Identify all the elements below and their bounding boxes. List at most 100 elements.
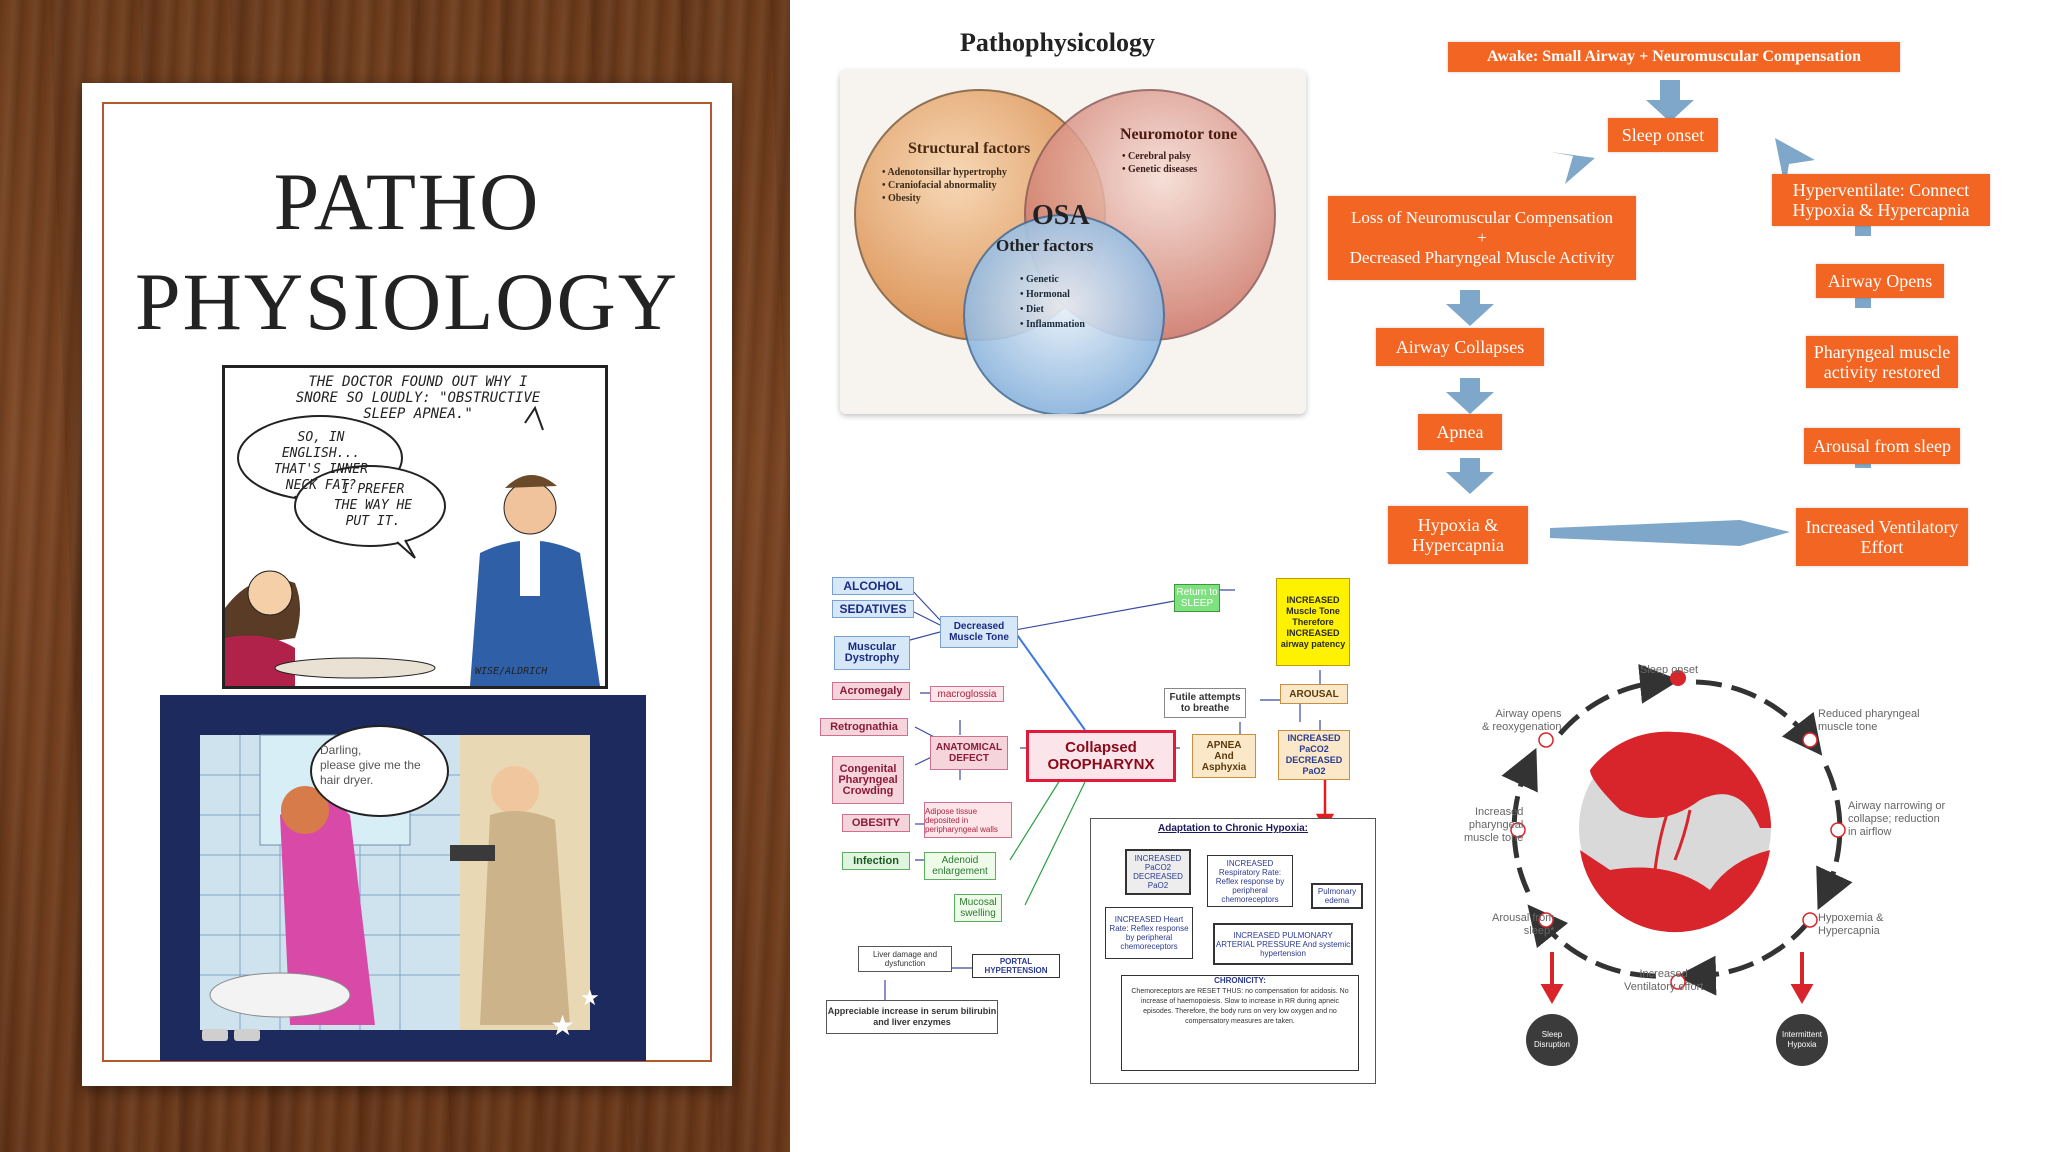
flow-ch-pulm-edema: Pulmonary edema bbox=[1311, 883, 1363, 909]
flow-acromegaly: Acromegaly bbox=[832, 682, 910, 700]
cycle-hyperventilate: Hyperventilate: Connect Hypoxia & Hyperc… bbox=[1772, 174, 1990, 226]
comic1-bubble-line: PUT IT. bbox=[345, 514, 401, 529]
flow-liver: Liver damage and dysfunction bbox=[858, 946, 952, 972]
flow-mucosal-line: Mucosal bbox=[959, 897, 997, 908]
cycle-hypoxia-line: Hypoxia & bbox=[1417, 515, 1499, 535]
comic1-caption-line: SLEEP APNEA." bbox=[363, 406, 473, 422]
venn-other-item: • Inflammation bbox=[1020, 319, 1085, 330]
circle-outcome-line: Sleep bbox=[1541, 1030, 1563, 1039]
circle-outcome-line: Intermittent bbox=[1781, 1030, 1822, 1039]
circle-outcome-line: Disruption bbox=[1533, 1040, 1570, 1049]
circle-label-line: in airflow bbox=[1848, 826, 1892, 838]
venn-structural-item: • Craniofacial abnormality bbox=[882, 180, 997, 191]
venn-structural-item: • Obesity bbox=[882, 193, 921, 204]
cycle-apnea: Apnea bbox=[1418, 414, 1502, 450]
circle-label-line: Increased bbox=[1639, 968, 1688, 980]
cycle-loss-line: Decreased Pharyngeal Muscle Activity bbox=[1349, 248, 1615, 267]
flow-congenital: Congenital Pharyngeal Crowding bbox=[832, 756, 904, 804]
venn-neuromotor-title: Neuromotor tone bbox=[1120, 126, 1238, 143]
circle-label-line: muscle tone bbox=[1818, 721, 1878, 733]
flow-collapsed-line: OROPHARYNX bbox=[1047, 756, 1155, 773]
comic1-caption: THE DOCTOR FOUND OUT WHY I SNORE SO LOUD… bbox=[243, 374, 593, 422]
flow-ch-paco2: INCREASED PaCO2 DECREASED PaO2 bbox=[1125, 849, 1191, 895]
comic1-bubble-line: THAT'S INNER bbox=[274, 462, 368, 477]
title-line-1: PATHO bbox=[273, 156, 541, 247]
flow-retrognathia: Retrognathia bbox=[820, 718, 908, 736]
circle-label-line: Arousal from bbox=[1492, 912, 1555, 924]
flow-adenoid: Adenoid enlargement bbox=[924, 852, 996, 880]
flow-muscular-line: Dystrophy bbox=[844, 652, 900, 664]
venn-center-label: OSA bbox=[1032, 200, 1090, 231]
flow-ch-chronic-body: Chemoreceptors are RESET THUS: no compen… bbox=[1131, 988, 1349, 1025]
comic2-bubble-text: Darling, please give me the hair dryer. bbox=[320, 743, 438, 788]
cycle-hypoxia-line: Hypercapnia bbox=[1412, 535, 1504, 555]
flow-congenital-line: Congenital bbox=[839, 762, 897, 775]
venn-other-item: • Genetic bbox=[1020, 274, 1059, 285]
comic1-caption-line: SNORE SO LOUDLY: "OBSTRUCTIVE bbox=[295, 390, 541, 406]
flow-portal: PORTAL HYPERTENSION bbox=[972, 954, 1060, 978]
circle-label-line: & reoxygenation bbox=[1482, 721, 1562, 733]
flow-increased-tone: INCREASED Muscle Tone Therefore INCREASE… bbox=[1276, 578, 1350, 666]
flow-apnea-line: APNEA bbox=[1206, 739, 1242, 751]
flow-ch-pap: INCREASED PULMONARY ARTERIAL PRESSURE An… bbox=[1213, 923, 1353, 965]
venn-other-item: • Hormonal bbox=[1020, 289, 1070, 300]
cycle-loss-compensation: Loss of Neuromuscular Compensation + Dec… bbox=[1328, 196, 1636, 280]
venn-other-title: Other factors bbox=[996, 236, 1094, 255]
flow-muscular-dystrophy: Muscular Dystrophy bbox=[834, 636, 910, 670]
comic2-nav-button-prev[interactable] bbox=[202, 1029, 228, 1041]
venn-svg bbox=[854, 89, 1276, 414]
flow-collapsed-oropharynx: Collapsed OROPHARYNX bbox=[1026, 730, 1176, 782]
circle-outcome-line: Hypoxia bbox=[1787, 1040, 1817, 1049]
flow-adipose: Adipose tissue deposited in peripharynge… bbox=[924, 802, 1012, 838]
circle-label-line: Ventilatory effort bbox=[1624, 981, 1704, 993]
comic2-nav-button-next[interactable] bbox=[234, 1029, 260, 1041]
comic1-caption-line: THE DOCTOR FOUND OUT WHY I bbox=[308, 374, 528, 390]
flow-futile-line: to breathe bbox=[1180, 703, 1230, 714]
circle-arousal: Arousal from sleep* bbox=[1492, 912, 1554, 938]
flow-congenital-line: Crowding bbox=[842, 784, 894, 797]
venn-neuromotor-list: • Cerebral palsy • Genetic diseases bbox=[1122, 150, 1197, 176]
circle-label-line: Reduced pharyngeal bbox=[1818, 708, 1920, 720]
flow-return-line: Return to bbox=[1176, 587, 1218, 598]
venn-other-list: • Genetic • Hormonal • Diet • Inflammati… bbox=[1020, 272, 1085, 332]
circle-narrowing: Airway narrowing or collapse; reduction … bbox=[1848, 800, 1945, 839]
comic2-bubble-line: hair dryer. bbox=[320, 773, 374, 787]
cycle-sleep-onset: Sleep onset bbox=[1608, 118, 1718, 152]
flow-apnea-line: Asphyxia bbox=[1201, 761, 1247, 773]
cycle-pharyngeal-line: Pharyngeal muscle bbox=[1813, 342, 1951, 362]
cycle-pharyngeal-restored: Pharyngeal muscle activity restored bbox=[1806, 336, 1958, 388]
flow-apnea-line: And bbox=[1214, 750, 1234, 762]
comic2-drawing: ★ ★ bbox=[200, 734, 600, 1042]
flow-bilirubin: Appreciable increase in serum bilirubin … bbox=[826, 1000, 998, 1034]
venn-neuromotor-item: • Genetic diseases bbox=[1122, 164, 1198, 175]
circle-intermittent-hypoxia: Intermittent Hypoxia bbox=[1776, 1030, 1828, 1050]
circle-label-line: Increased bbox=[1475, 806, 1524, 818]
flow-mucosal-line: swelling bbox=[960, 908, 996, 919]
circle-sleep-disruption: Sleep Disruption bbox=[1526, 1030, 1578, 1050]
cycle-hyperventilate-line: Hypoxia & Hypercapnia bbox=[1792, 200, 1970, 220]
flow-congenital-line: Pharyngeal bbox=[838, 773, 898, 786]
cycle-increased-effort: Increased Ventilatory Effort bbox=[1796, 508, 1968, 566]
cycle-arousal: Arousal from sleep bbox=[1804, 428, 1960, 464]
comic-strip-doctor: THE DOCTOR FOUND OUT WHY I SNORE SO LOUD… bbox=[222, 365, 608, 689]
flow-chronic-title: Adaptation to Chronic Hypoxia: bbox=[1158, 823, 1308, 834]
venn-structural-item: • Adenotonsillar hypertrophy bbox=[882, 167, 1007, 178]
cycle-loss-line: Loss of Neuromuscular Compensation bbox=[1350, 208, 1614, 227]
cycle-airway-collapses: Airway Collapses bbox=[1376, 328, 1544, 366]
circle-label-line: Hypoxemia & bbox=[1818, 912, 1884, 924]
flow-muscular-line: Muscular bbox=[847, 641, 897, 653]
circle-label-line: Hypercapnia bbox=[1818, 925, 1880, 937]
svg-text:★: ★ bbox=[550, 1009, 575, 1042]
cycle-airway-opens: Airway Opens bbox=[1816, 264, 1944, 298]
flow-adenoid-line: Adenoid bbox=[941, 855, 979, 866]
flow-mucosal: Mucosal swelling bbox=[954, 894, 1002, 922]
flow-decreased-tone-line: Decreased bbox=[953, 621, 1005, 632]
circle-reduced-tone: Reduced pharyngeal muscle tone bbox=[1818, 708, 1920, 734]
cycle-pharyngeal-line: activity restored bbox=[1823, 362, 1941, 382]
comic1-bubble-line: THE WAY HE bbox=[333, 498, 413, 513]
flow-arousal: AROUSAL bbox=[1280, 684, 1348, 704]
comic2-bubble-line: Darling, bbox=[320, 743, 362, 757]
circle-diagram bbox=[1501, 663, 1853, 1066]
circle-effort: Increased Ventilatory effort bbox=[1624, 968, 1703, 994]
flow-adenoid-line: enlargement bbox=[932, 866, 988, 877]
